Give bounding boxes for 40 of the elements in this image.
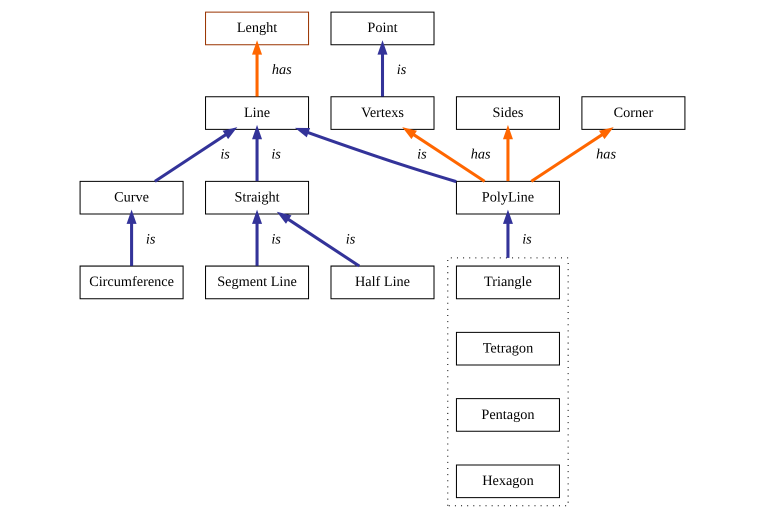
- arrow: [502, 124, 513, 182]
- arrow: [294, 128, 457, 184]
- node-box: Half Line: [330, 266, 435, 300]
- arrow: [402, 127, 486, 183]
- edge-label: is: [146, 231, 156, 248]
- edge-label: is: [271, 146, 281, 163]
- node-box: Point: [330, 12, 435, 46]
- edge-label: is: [417, 146, 427, 163]
- node-box: Circumference: [80, 266, 184, 300]
- arrow: [126, 210, 137, 266]
- arrow: [276, 212, 360, 268]
- node-box: Corner: [581, 96, 686, 130]
- edge-label: is: [271, 231, 281, 248]
- node-box: Tetragon: [456, 332, 560, 366]
- edge-label: is: [346, 231, 356, 248]
- node-box: Vertexs: [330, 96, 435, 130]
- arrow: [502, 210, 513, 258]
- edge-label: is: [522, 231, 532, 248]
- node-box: Triangle: [456, 266, 560, 300]
- arrow: [377, 40, 388, 96]
- arrow: [154, 127, 238, 183]
- node-box: Segment Line: [205, 266, 310, 300]
- cluster: [447, 257, 569, 506]
- node-box: Sides: [456, 96, 560, 130]
- arrow: [252, 40, 262, 96]
- arrow: [530, 127, 614, 183]
- edge-label: has: [596, 146, 616, 163]
- node-box: Hexagon: [456, 464, 560, 498]
- node-box: Lenght: [205, 12, 310, 46]
- arrow: [252, 124, 262, 182]
- node-box: Pentagon: [456, 398, 560, 432]
- arrow: [252, 210, 262, 266]
- node-box: Line: [205, 96, 310, 130]
- node-box: Curve: [80, 180, 184, 215]
- edge-label: is: [396, 62, 406, 78]
- edge-label: has: [272, 62, 292, 78]
- edge-label: is: [220, 146, 230, 163]
- node-box: Straight: [205, 180, 310, 215]
- edge-label: has: [470, 146, 491, 163]
- node-box: PolyLine: [456, 180, 560, 215]
